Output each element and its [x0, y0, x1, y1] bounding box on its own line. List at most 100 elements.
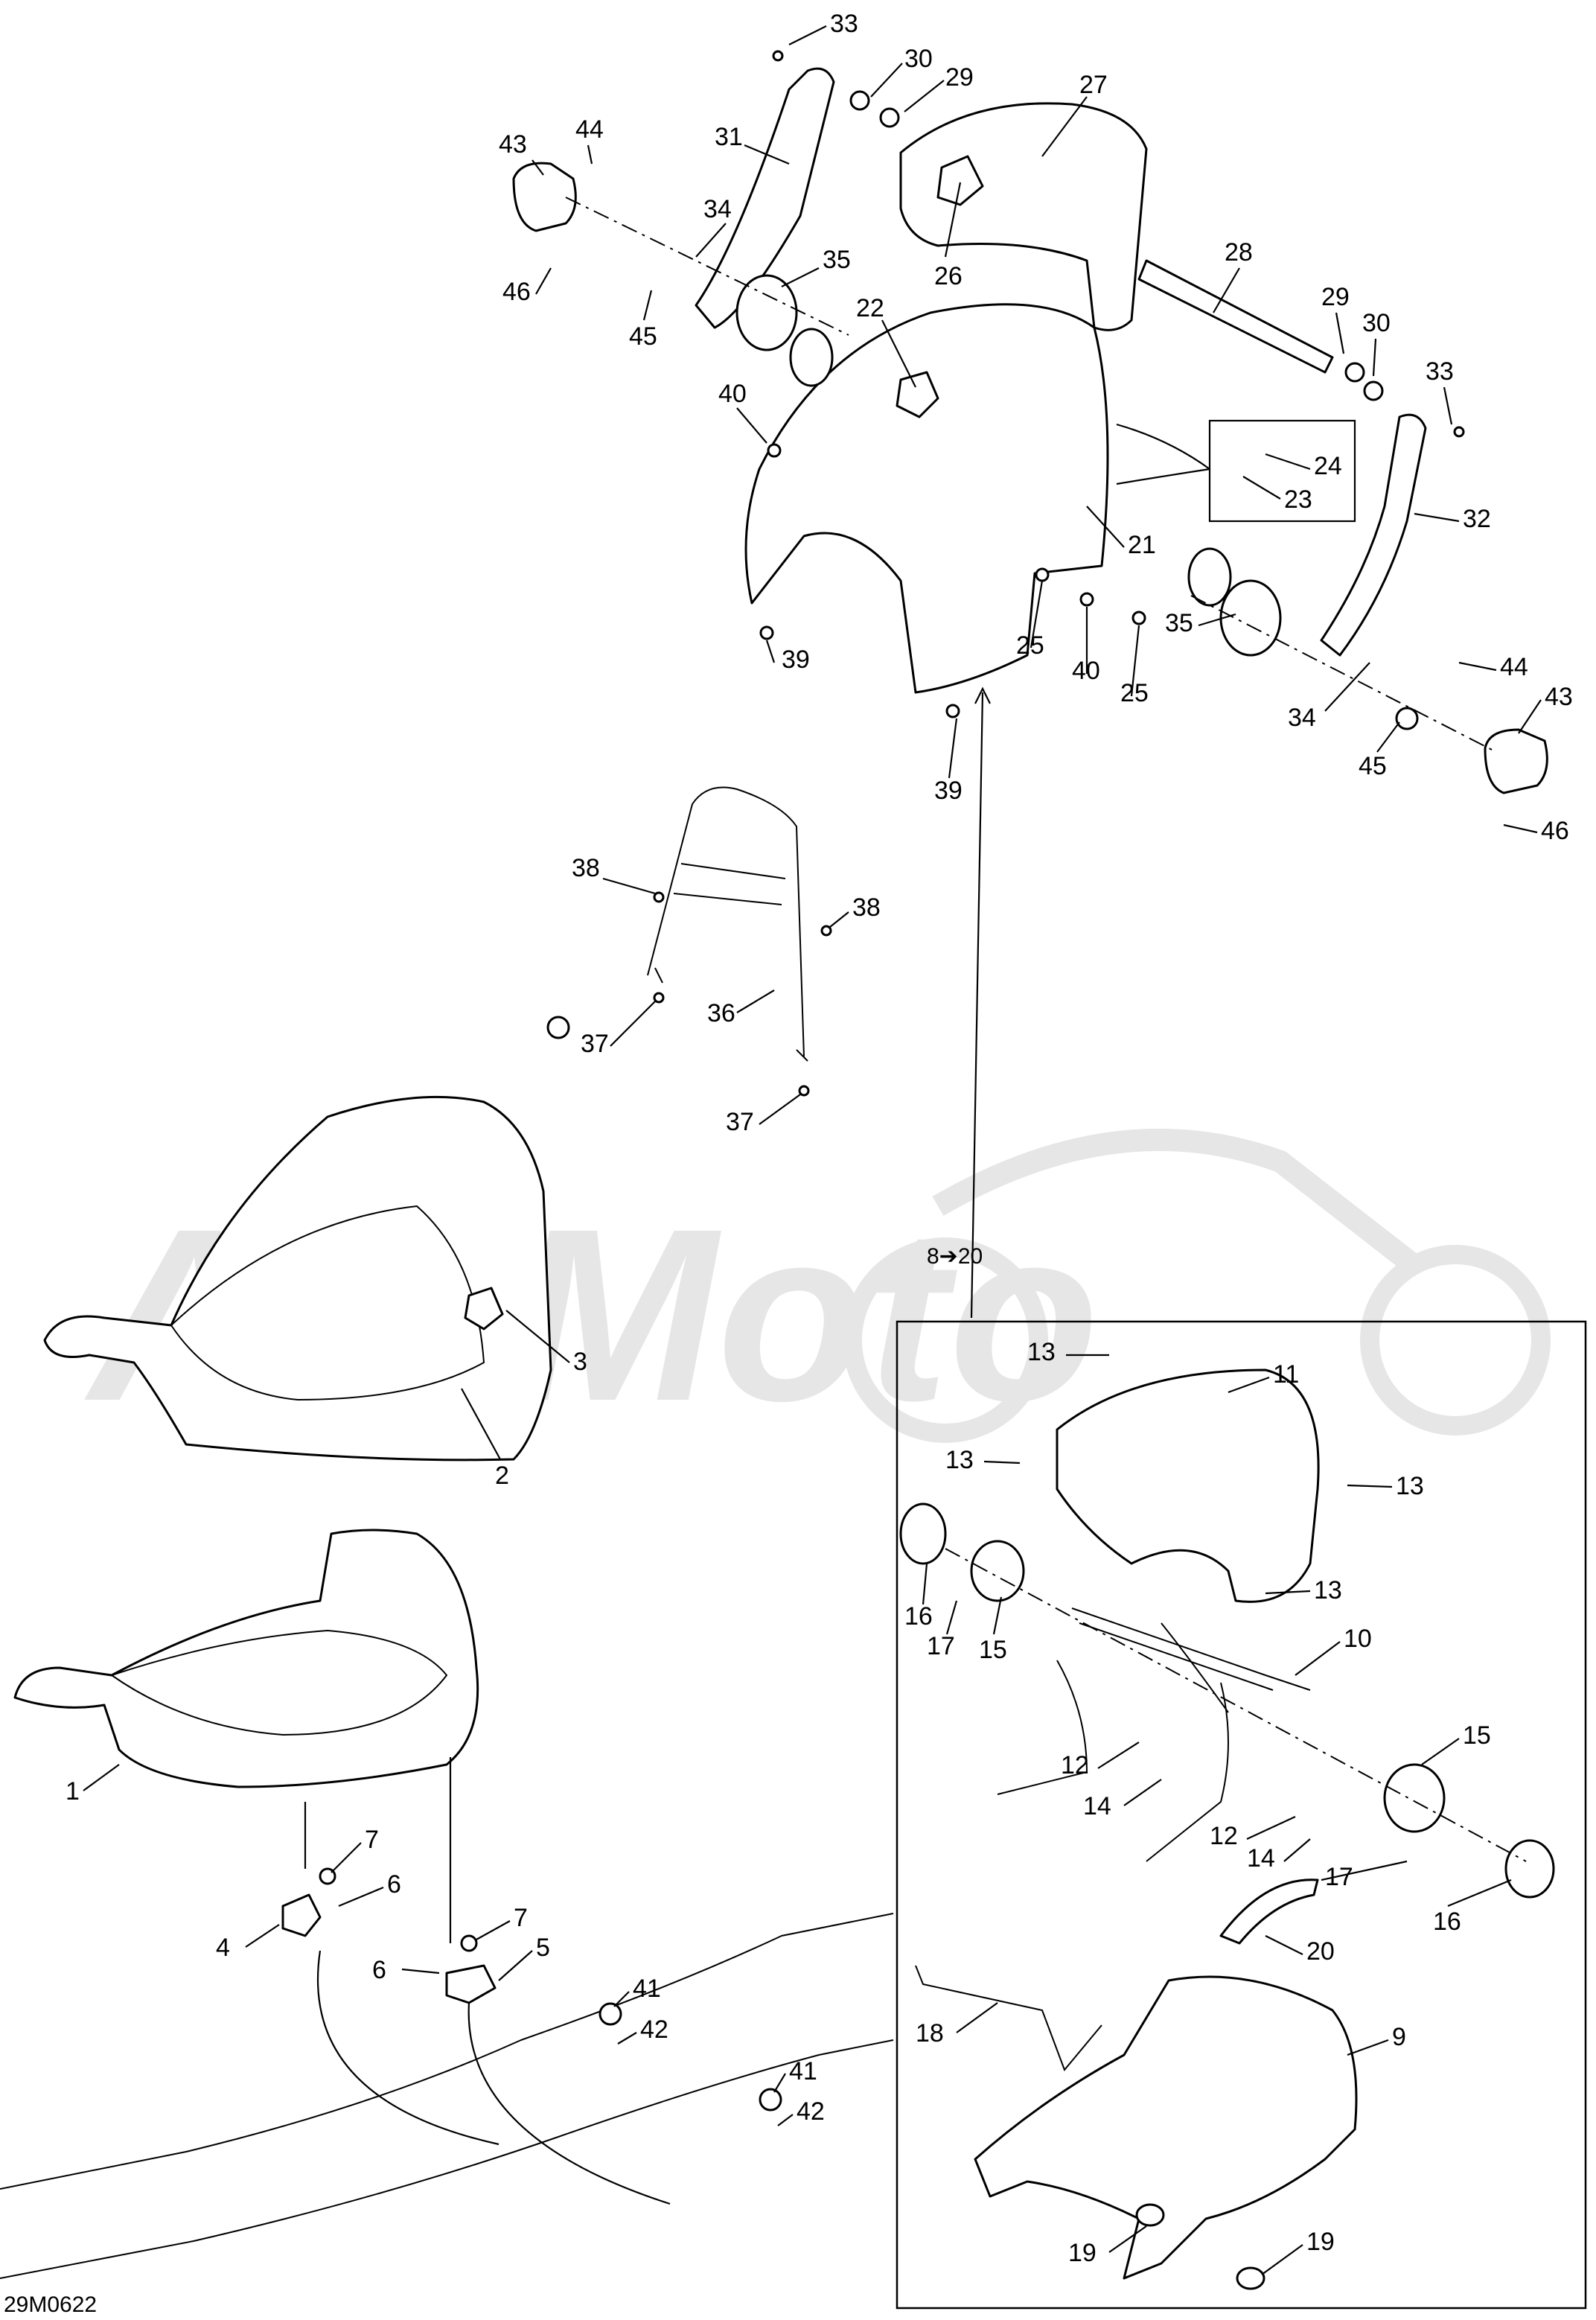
- callout-7b: 7: [514, 1904, 528, 1932]
- reference-arrow-8-20: [970, 692, 984, 1319]
- backrest-cushion: [899, 102, 1148, 331]
- callout-9: 9: [1392, 2023, 1406, 2051]
- driver-backrest-shell: [744, 303, 1109, 694]
- backrest-shaft: [1137, 259, 1334, 374]
- callout-29: 29: [945, 63, 974, 92]
- ratchet-left: [735, 274, 798, 351]
- watermark-wheel-rear: [1360, 1245, 1551, 1435]
- axis-line-right: [1190, 595, 1497, 753]
- callout-22: 22: [856, 294, 884, 322]
- callout-43b: 43: [1545, 683, 1573, 711]
- arrow-inset-lower: [1116, 468, 1210, 485]
- rod: [915, 1965, 1102, 2071]
- callout-6b: 6: [372, 1956, 386, 1984]
- callout-15: 15: [979, 1636, 1007, 1664]
- vehicle-frame-rail-lower: [0, 2039, 894, 2279]
- seat-label: [464, 1287, 504, 1331]
- callout-25: 25: [1016, 631, 1044, 660]
- watermark-wheel-front: [843, 1237, 1048, 1443]
- lower-support-base: [974, 1975, 1358, 2280]
- callout-19a: 19: [1068, 2239, 1097, 2267]
- grommet-right: [1236, 2266, 1265, 2290]
- knob-right: [1484, 728, 1548, 794]
- callout-30b: 30: [1362, 309, 1391, 337]
- callout-17: 17: [927, 1632, 955, 1660]
- seat-cover: [43, 1095, 552, 1462]
- callout-11: 11: [1273, 1360, 1299, 1389]
- callout-19b: 19: [1306, 2228, 1335, 2256]
- gear-left: [789, 328, 834, 387]
- upper-housing: [1056, 1368, 1320, 1603]
- callout-12b: 12: [1210, 1822, 1238, 1850]
- callout-13b: 13: [945, 1446, 974, 1474]
- fasteners: [319, 50, 1465, 2112]
- callout-10: 10: [1344, 1625, 1372, 1653]
- backrest-arm-right: [1320, 413, 1427, 657]
- callout-41b: 41: [789, 2057, 817, 2085]
- callout-27: 27: [1079, 71, 1108, 99]
- backrest-label-area: [936, 155, 984, 206]
- disc-left: [970, 1540, 1025, 1602]
- callout-44b: 44: [1500, 653, 1528, 681]
- arrow-curve-left: [316, 1950, 499, 2146]
- callout-14b: 14: [1247, 1844, 1275, 1873]
- seat-base-pan: [109, 1629, 448, 1736]
- callout-38: 38: [572, 854, 600, 882]
- callout-13c: 13: [1396, 1472, 1424, 1500]
- ratchet-right: [1219, 579, 1282, 657]
- callout-20: 20: [1306, 1937, 1335, 1966]
- gear-right: [1187, 547, 1232, 607]
- callout-42b: 42: [797, 2097, 825, 2126]
- callout-17b: 17: [1325, 1863, 1353, 1891]
- arrow-inset-upper: [1116, 423, 1210, 470]
- arrow-curve-right: [467, 2002, 671, 2205]
- callout-42a: 42: [640, 2015, 668, 2044]
- watermark-motorcycle-frame: [932, 1128, 1422, 1275]
- callout-34b: 34: [1288, 704, 1316, 732]
- callout-44: 44: [575, 115, 604, 144]
- callout-18: 18: [916, 2019, 944, 2047]
- callout-21: 21: [1128, 531, 1156, 559]
- axis-line-left: [565, 197, 849, 336]
- callout-23: 23: [1284, 485, 1312, 514]
- callout-37b: 37: [726, 1108, 754, 1136]
- callout-33: 33: [830, 10, 858, 38]
- callout-32: 32: [1463, 505, 1491, 533]
- backrest-arm-left: [695, 67, 835, 329]
- callout-25b: 25: [1120, 679, 1149, 707]
- detail-inset-box: [1208, 419, 1356, 523]
- kit-box: [896, 1320, 1587, 2310]
- backrest-frame-assembly: [997, 1607, 1311, 1862]
- vehicle-frame-rail-upper: [0, 1913, 894, 2190]
- callout-13a: 13: [1027, 1338, 1056, 1366]
- callout-3: 3: [573, 1348, 587, 1376]
- callout-33b: 33: [1426, 357, 1454, 386]
- bearing-left: [899, 1502, 947, 1565]
- leader-lines: [83, 25, 1542, 2275]
- axis-line-kit: [945, 1548, 1527, 1862]
- callout-39b: 39: [934, 777, 963, 805]
- reference-arrow-head: [974, 686, 991, 704]
- callout-12: 12: [1061, 1751, 1089, 1779]
- callout-16b: 16: [1433, 1908, 1461, 1936]
- bracket-left: [281, 1893, 322, 1937]
- callout-45b: 45: [1359, 752, 1387, 780]
- passenger-backrest-frame: [647, 786, 808, 1062]
- drawing-code: 29M0622: [4, 2292, 97, 2317]
- callout-46: 46: [502, 278, 531, 306]
- callout-28: 28: [1225, 238, 1253, 267]
- strap: [1219, 1878, 1319, 1945]
- callout-38b: 38: [852, 893, 881, 922]
- callout-7a: 7: [365, 1826, 379, 1854]
- callout-46b: 46: [1541, 817, 1569, 845]
- callout-labels: 33 30 29 27 31 43 44 34 35 46 45 26 22 2…: [4, 10, 1573, 2317]
- callout-43: 43: [499, 130, 527, 159]
- callout-45: 45: [629, 322, 657, 351]
- callout-39: 39: [782, 646, 810, 674]
- bracket-right: [445, 1964, 497, 2004]
- callout-29b: 29: [1321, 283, 1350, 311]
- callout-30: 30: [904, 45, 933, 73]
- callout-14: 14: [1083, 1792, 1111, 1820]
- disc-right: [1383, 1763, 1446, 1833]
